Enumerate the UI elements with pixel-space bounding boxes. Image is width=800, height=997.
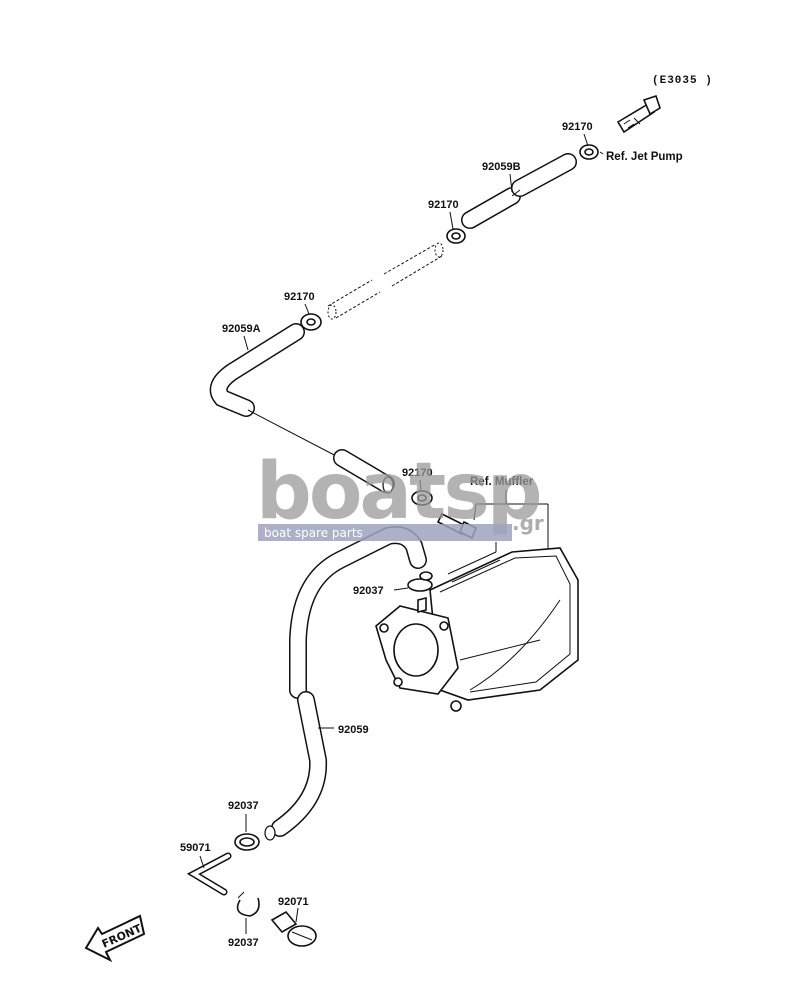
hose-clamp-icon	[411, 490, 433, 506]
hose-clamp-icon	[446, 228, 466, 244]
jet-pump-fitting-icon	[616, 94, 661, 134]
ref-muffler-label: Ref. Muffler	[470, 476, 534, 488]
part-label-92037-muffler: 92037	[353, 585, 384, 597]
hose-92059a-icon	[209, 323, 395, 494]
part-label-92071: 92071	[278, 896, 309, 908]
part-label-92037-lower: 92037	[228, 800, 259, 812]
muffler-body-icon	[375, 542, 579, 712]
part-label-92170-top: 92170	[562, 121, 593, 133]
front-arrow-icon: FRONT	[84, 914, 146, 963]
part-label-92059: 92059	[338, 724, 369, 736]
part-label-92170-third: 92170	[284, 291, 315, 303]
part-label-92170-fourth: 92170	[402, 467, 433, 479]
hose-clamp-icon	[234, 833, 260, 851]
dashed-hose-icon	[327, 242, 444, 320]
part-label-92059a: 92059A	[222, 323, 261, 335]
drain-plug-icon	[270, 910, 317, 947]
hose-clamp-icon	[407, 571, 433, 614]
watermark-main: boatsp	[256, 447, 540, 537]
watermark-tagline: boat spare parts	[264, 526, 363, 540]
hose-clamp-icon	[579, 144, 599, 160]
ref-jet-pump-label: Ref. Jet Pump	[606, 151, 683, 163]
part-label-92037-bottom: 92037	[228, 937, 259, 949]
hose-92059-icon	[264, 526, 427, 841]
watermark-suffix: .gr	[512, 511, 544, 535]
watermark-logo: boatsp .gr boat spare parts	[256, 447, 544, 541]
hose-92059b-icon	[461, 153, 577, 229]
hose-clamp-icon	[300, 313, 322, 331]
part-label-59071: 59071	[180, 842, 211, 854]
part-label-92170-second: 92170	[428, 199, 459, 211]
diagram-code: (E3035 )	[652, 75, 713, 87]
hose-clip-icon	[236, 891, 260, 917]
pipe-59071-icon	[186, 852, 232, 896]
part-label-92059b: 92059B	[482, 161, 521, 173]
